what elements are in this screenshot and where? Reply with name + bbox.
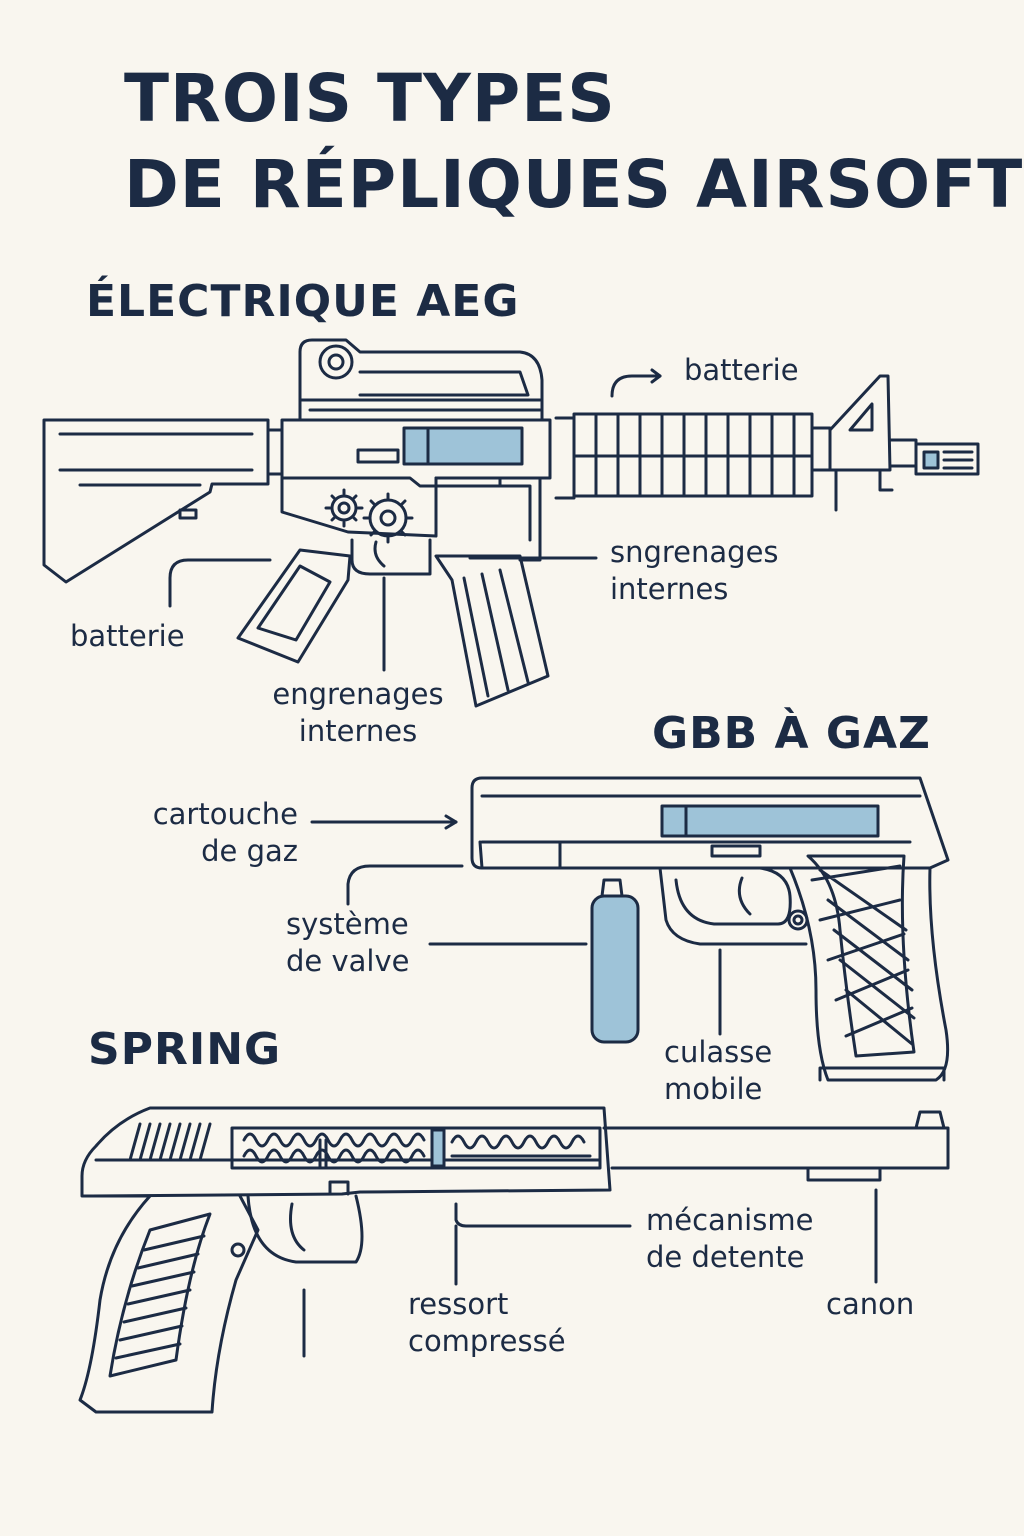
label-gbb-culasse-line-2: mobile <box>664 1072 763 1106</box>
label-aeg-engrenages-right-line-2: internes <box>610 572 729 606</box>
spring-mecanisme-leader <box>454 1202 632 1228</box>
label-gbb-cartouche-line-1: cartouche <box>152 797 298 831</box>
label-aeg-engrenages-bottom-line-2: internes <box>298 714 418 748</box>
label-spring-ressort: ressort compressé <box>408 1286 566 1360</box>
gbb-cartouche-arrowhead <box>444 814 458 830</box>
label-gbb-culasse-line-1: culasse <box>664 1035 773 1069</box>
label-aeg-batterie-left: batterie <box>70 619 185 653</box>
title-line-1: TROIS TYPES <box>124 60 616 137</box>
title-line-2: DE RÉPLIQUES AIRSOFT <box>124 146 1024 223</box>
label-aeg-engrenages-bottom-line-1: engrenages <box>272 677 444 711</box>
label-aeg-engrenages-right-line-1: sngrenages <box>610 535 779 569</box>
label-gbb-valve: système de valve <box>286 906 409 980</box>
aeg-rifle-illustration <box>42 338 980 708</box>
label-gbb-cartouche-line-2: de gaz <box>201 834 298 868</box>
label-gbb-culasse: culasse mobile <box>664 1034 772 1108</box>
label-spring-ressort-line-2: compressé <box>408 1324 566 1358</box>
label-spring-mecanisme-line-2: de detente <box>646 1240 805 1274</box>
section-heading-aeg: ÉLECTRIQUE AEG <box>86 276 520 327</box>
label-aeg-engrenages-bottom: engrenages internes <box>260 676 456 750</box>
page-title: TROIS TYPES DE RÉPLIQUES AIRSOFT <box>124 56 1023 228</box>
label-spring-mecanisme: mécanisme de detente <box>646 1202 813 1276</box>
label-spring-canon: canon <box>826 1287 915 1321</box>
label-gbb-valve-line-1: système <box>286 907 409 941</box>
section-heading-spring: SPRING <box>88 1024 282 1075</box>
gbb-valve-leader-top <box>346 864 464 906</box>
aeg-batterie-top-leader <box>610 374 662 398</box>
aeg-batterie-top-arrowhead <box>650 368 662 384</box>
label-spring-mecanisme-line-1: mécanisme <box>646 1203 814 1237</box>
label-gbb-cartouche: cartouche de gaz <box>120 796 298 870</box>
label-gbb-valve-line-2: de valve <box>286 944 410 978</box>
aeg-batterie-left-leader <box>168 558 272 608</box>
section-heading-gbb: GBB À GAZ <box>652 708 931 759</box>
label-spring-ressort-line-1: ressort <box>408 1287 509 1321</box>
spring-pistol-illustration <box>78 1106 950 1414</box>
gbb-pistol-illustration <box>470 776 950 1082</box>
label-aeg-batterie-top: batterie <box>684 353 799 387</box>
label-aeg-engrenages-right: sngrenages internes <box>610 534 779 608</box>
